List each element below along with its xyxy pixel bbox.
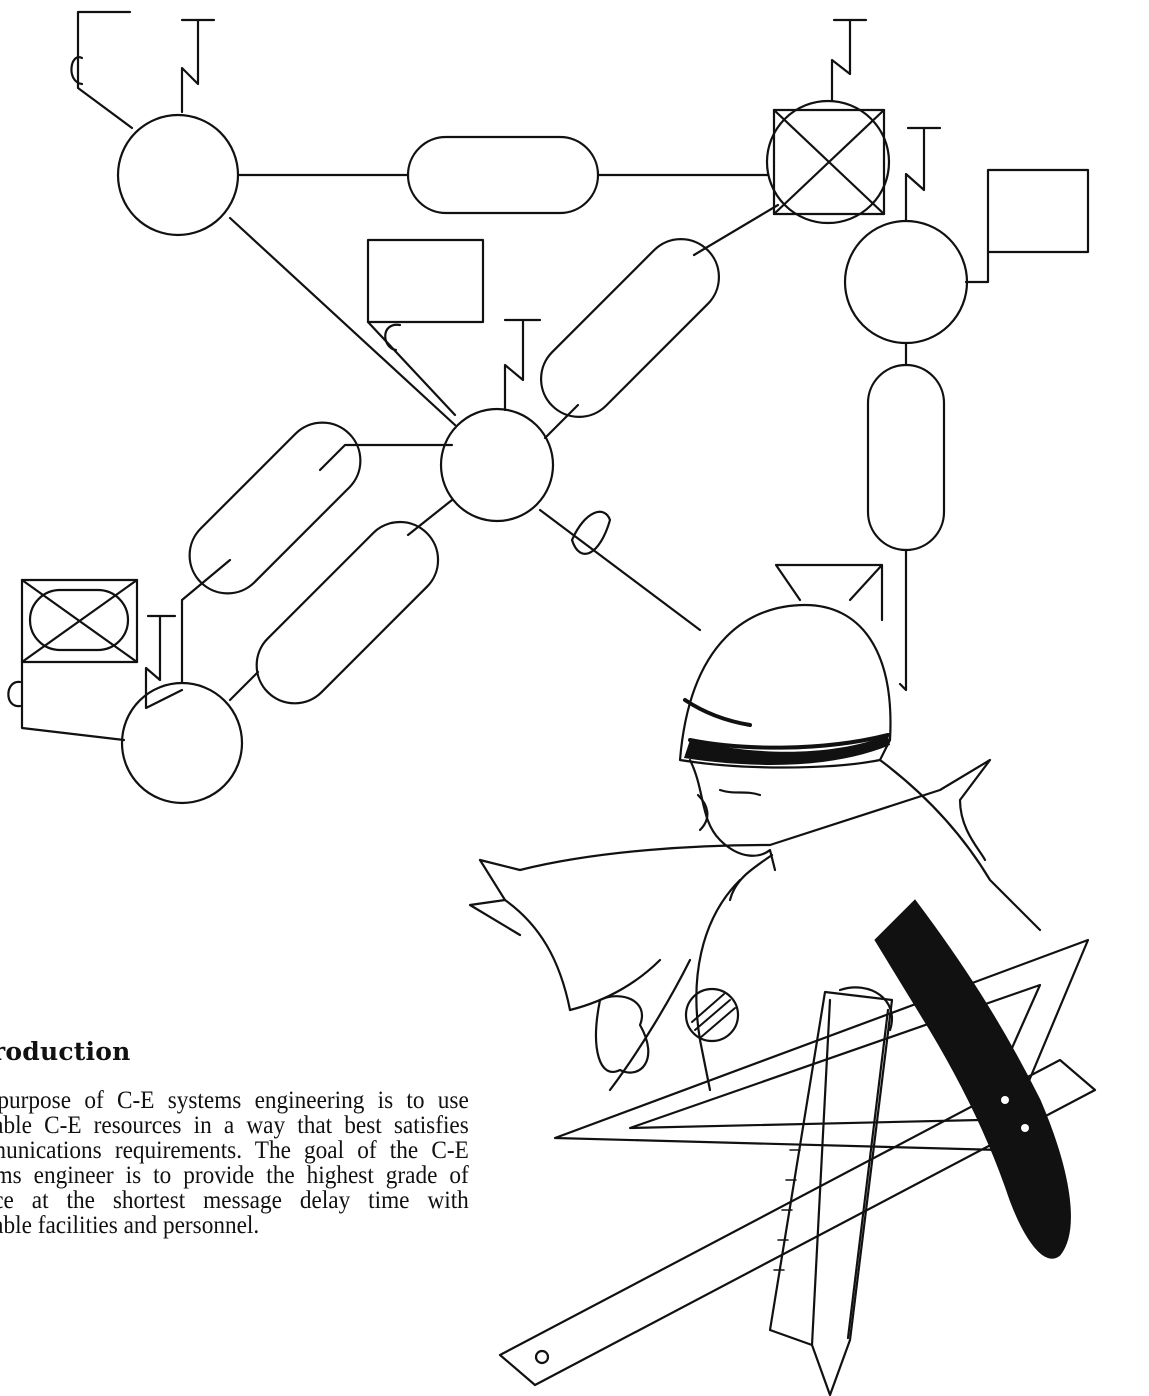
section-paragraph: The purpose of C-E systems engineering i… [0,1087,469,1239]
node-circle [843,219,969,345]
node-circle [116,113,240,237]
node-circle [439,407,555,523]
french-curve [874,899,1071,1259]
section-heading: Introduction [0,1037,131,1066]
link-capsule [866,363,946,552]
ruler [768,990,894,1396]
link-capsule [188,421,362,595]
link-capsule [255,520,440,705]
drafting-triangle [553,938,1090,1152]
node-circle [120,681,244,805]
node-circle-crossed [765,99,891,225]
link-capsule [406,135,600,215]
link-capsule [539,237,721,419]
engineer-illustration [468,563,1097,1396]
